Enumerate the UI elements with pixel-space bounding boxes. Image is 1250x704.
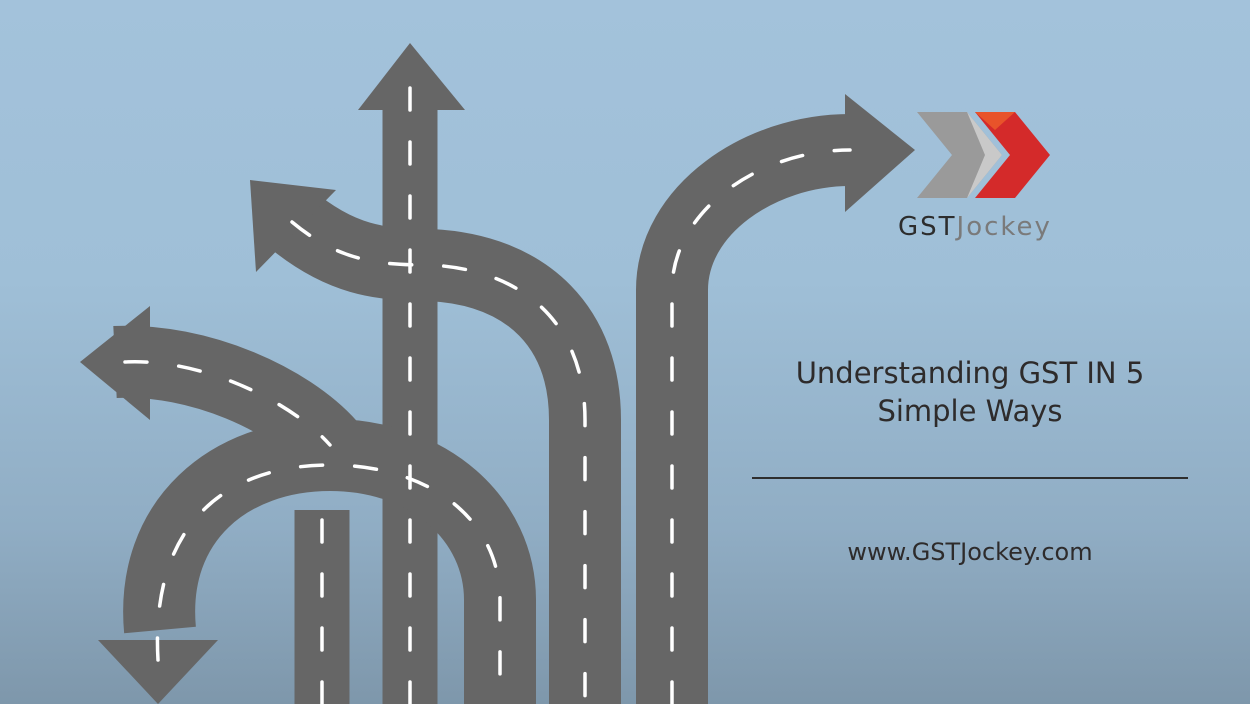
brand-part-gst: GST <box>898 212 957 242</box>
brand-name: GSTJockey <box>898 212 1052 242</box>
divider <box>752 477 1188 479</box>
headline-line-1: Understanding GST IN 5 <box>795 356 1145 390</box>
gstjockey-logo-icon <box>917 112 1050 198</box>
headline: Understanding GST IN 5 Simple Ways <box>752 354 1188 430</box>
website-url[interactable]: www.GSTJockey.com <box>847 538 1093 566</box>
headline-line-2: Simple Ways <box>877 394 1063 428</box>
brand-part-jockey: Jockey <box>956 212 1052 242</box>
